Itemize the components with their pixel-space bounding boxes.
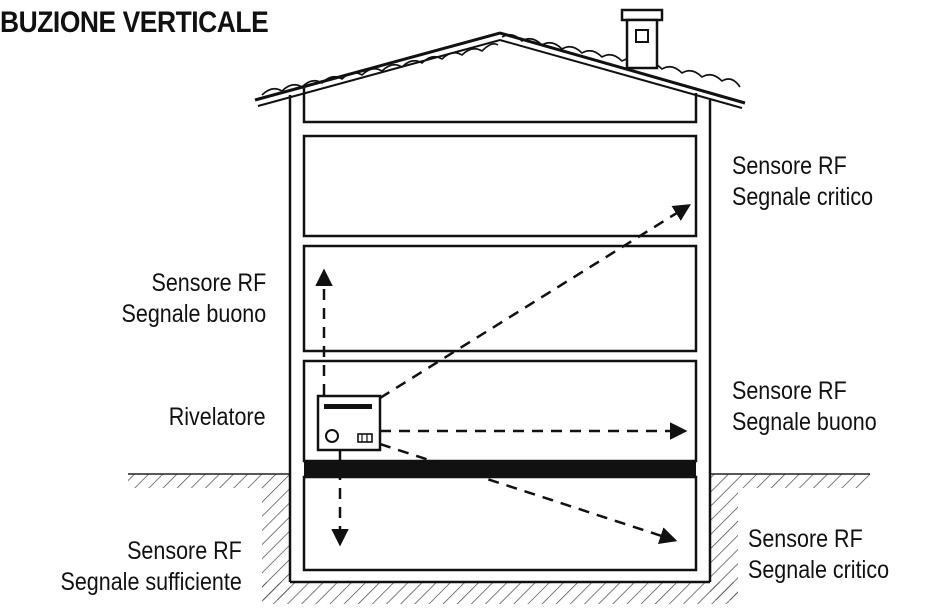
chimney [620, 8, 664, 70]
label-sensor-mid-right: Sensore RF Segnale buono [732, 376, 877, 438]
roof [254, 31, 746, 109]
ground-left [128, 473, 290, 600]
label-line2: Segnale critico [748, 556, 890, 584]
label-line1: Sensore RF [748, 525, 863, 553]
signal-arrows [315, 204, 691, 547]
floor-middle [302, 244, 698, 353]
ground-slab [304, 461, 696, 477]
label-line2: Segnale critico [732, 183, 874, 211]
label-line1: Sensore RF [732, 152, 847, 180]
label-sensor-basement-left: Sensore RF Segnale sufficiente [61, 536, 242, 598]
label-detector: Rivelatore [169, 402, 266, 433]
floors [302, 134, 698, 572]
floor-basement [302, 475, 698, 572]
ground-bottom [262, 582, 738, 604]
label-sensor-left-upper: Sensore RF Segnale buono [121, 268, 266, 330]
label-sensor-top-right: Sensore RF Segnale critico [732, 151, 873, 213]
ground-right [710, 473, 870, 600]
detector-label: Rivelatore [169, 403, 266, 431]
label-line2: Segnale buono [732, 408, 877, 436]
label-line1: Sensore RF [732, 377, 847, 405]
label-sensor-basement-right: Sensore RF Segnale critico [748, 524, 889, 586]
label-line2: Segnale buono [121, 300, 266, 328]
arrow-top-right [379, 204, 691, 400]
label-line2: Segnale sufficiente [60, 568, 242, 596]
floor-top [302, 134, 698, 238]
diagram-title: BUZIONE VERTICALE [0, 6, 269, 39]
house-walls [288, 88, 712, 584]
label-line1: Sensore RF [127, 537, 242, 565]
label-line1: Sensore RF [151, 269, 266, 297]
detector-device [316, 394, 382, 452]
arrow-bottom-right [379, 442, 678, 544]
